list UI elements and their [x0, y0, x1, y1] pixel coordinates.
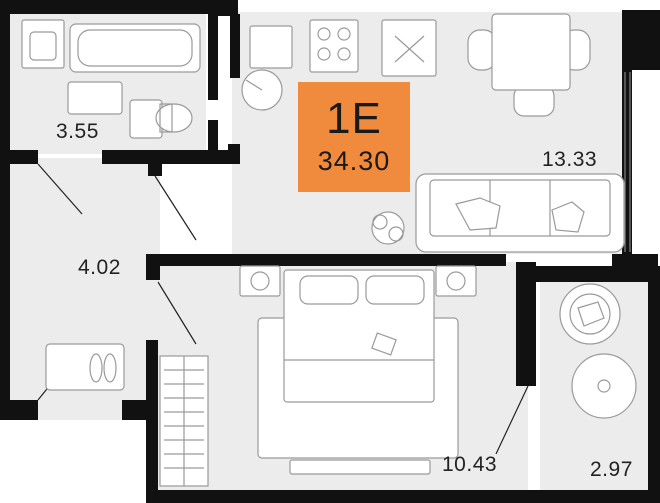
slipper: [103, 353, 117, 383]
armchair: [559, 283, 621, 345]
room-area-bathroom: 3.55: [56, 120, 99, 143]
total-area: 34.30: [317, 146, 391, 176]
nightstand: [239, 265, 281, 297]
bench: [289, 459, 431, 475]
dining-set: [467, 13, 591, 117]
kitchen-sink: [249, 25, 293, 69]
windows: [624, 72, 631, 252]
kitchen-fixtures: [241, 19, 437, 111]
apartment-badge: 1E 34.30: [298, 82, 410, 192]
cushion: [455, 197, 501, 231]
hallway-fixtures: [45, 343, 209, 487]
door-swings: [37, 163, 529, 455]
entrance-mat: [45, 343, 125, 391]
cushion: [551, 201, 585, 233]
sink: [21, 19, 65, 69]
slipper: [89, 353, 103, 383]
pillow: [299, 275, 359, 305]
room-area-hallway: 4.02: [78, 256, 121, 279]
room-area-bedroom: 10.43: [442, 453, 498, 476]
plant: [371, 211, 405, 245]
book: [371, 332, 397, 356]
bathroom-fixtures: [21, 19, 201, 139]
stove: [309, 19, 359, 73]
coffee-table: [571, 353, 637, 419]
room-area-kitchen-living: 13.33: [542, 148, 598, 171]
sofa: [415, 173, 625, 253]
room-area-balcony: 2.97: [590, 458, 633, 481]
bedroom-furniture: [239, 265, 477, 475]
dining-table: [491, 13, 571, 91]
apartment-code: 1E: [326, 94, 382, 143]
pillow: [365, 275, 425, 305]
balcony-furniture: [559, 283, 637, 419]
bathtub: [69, 23, 201, 73]
bath-mat: [67, 81, 123, 115]
nightstand: [435, 265, 477, 297]
